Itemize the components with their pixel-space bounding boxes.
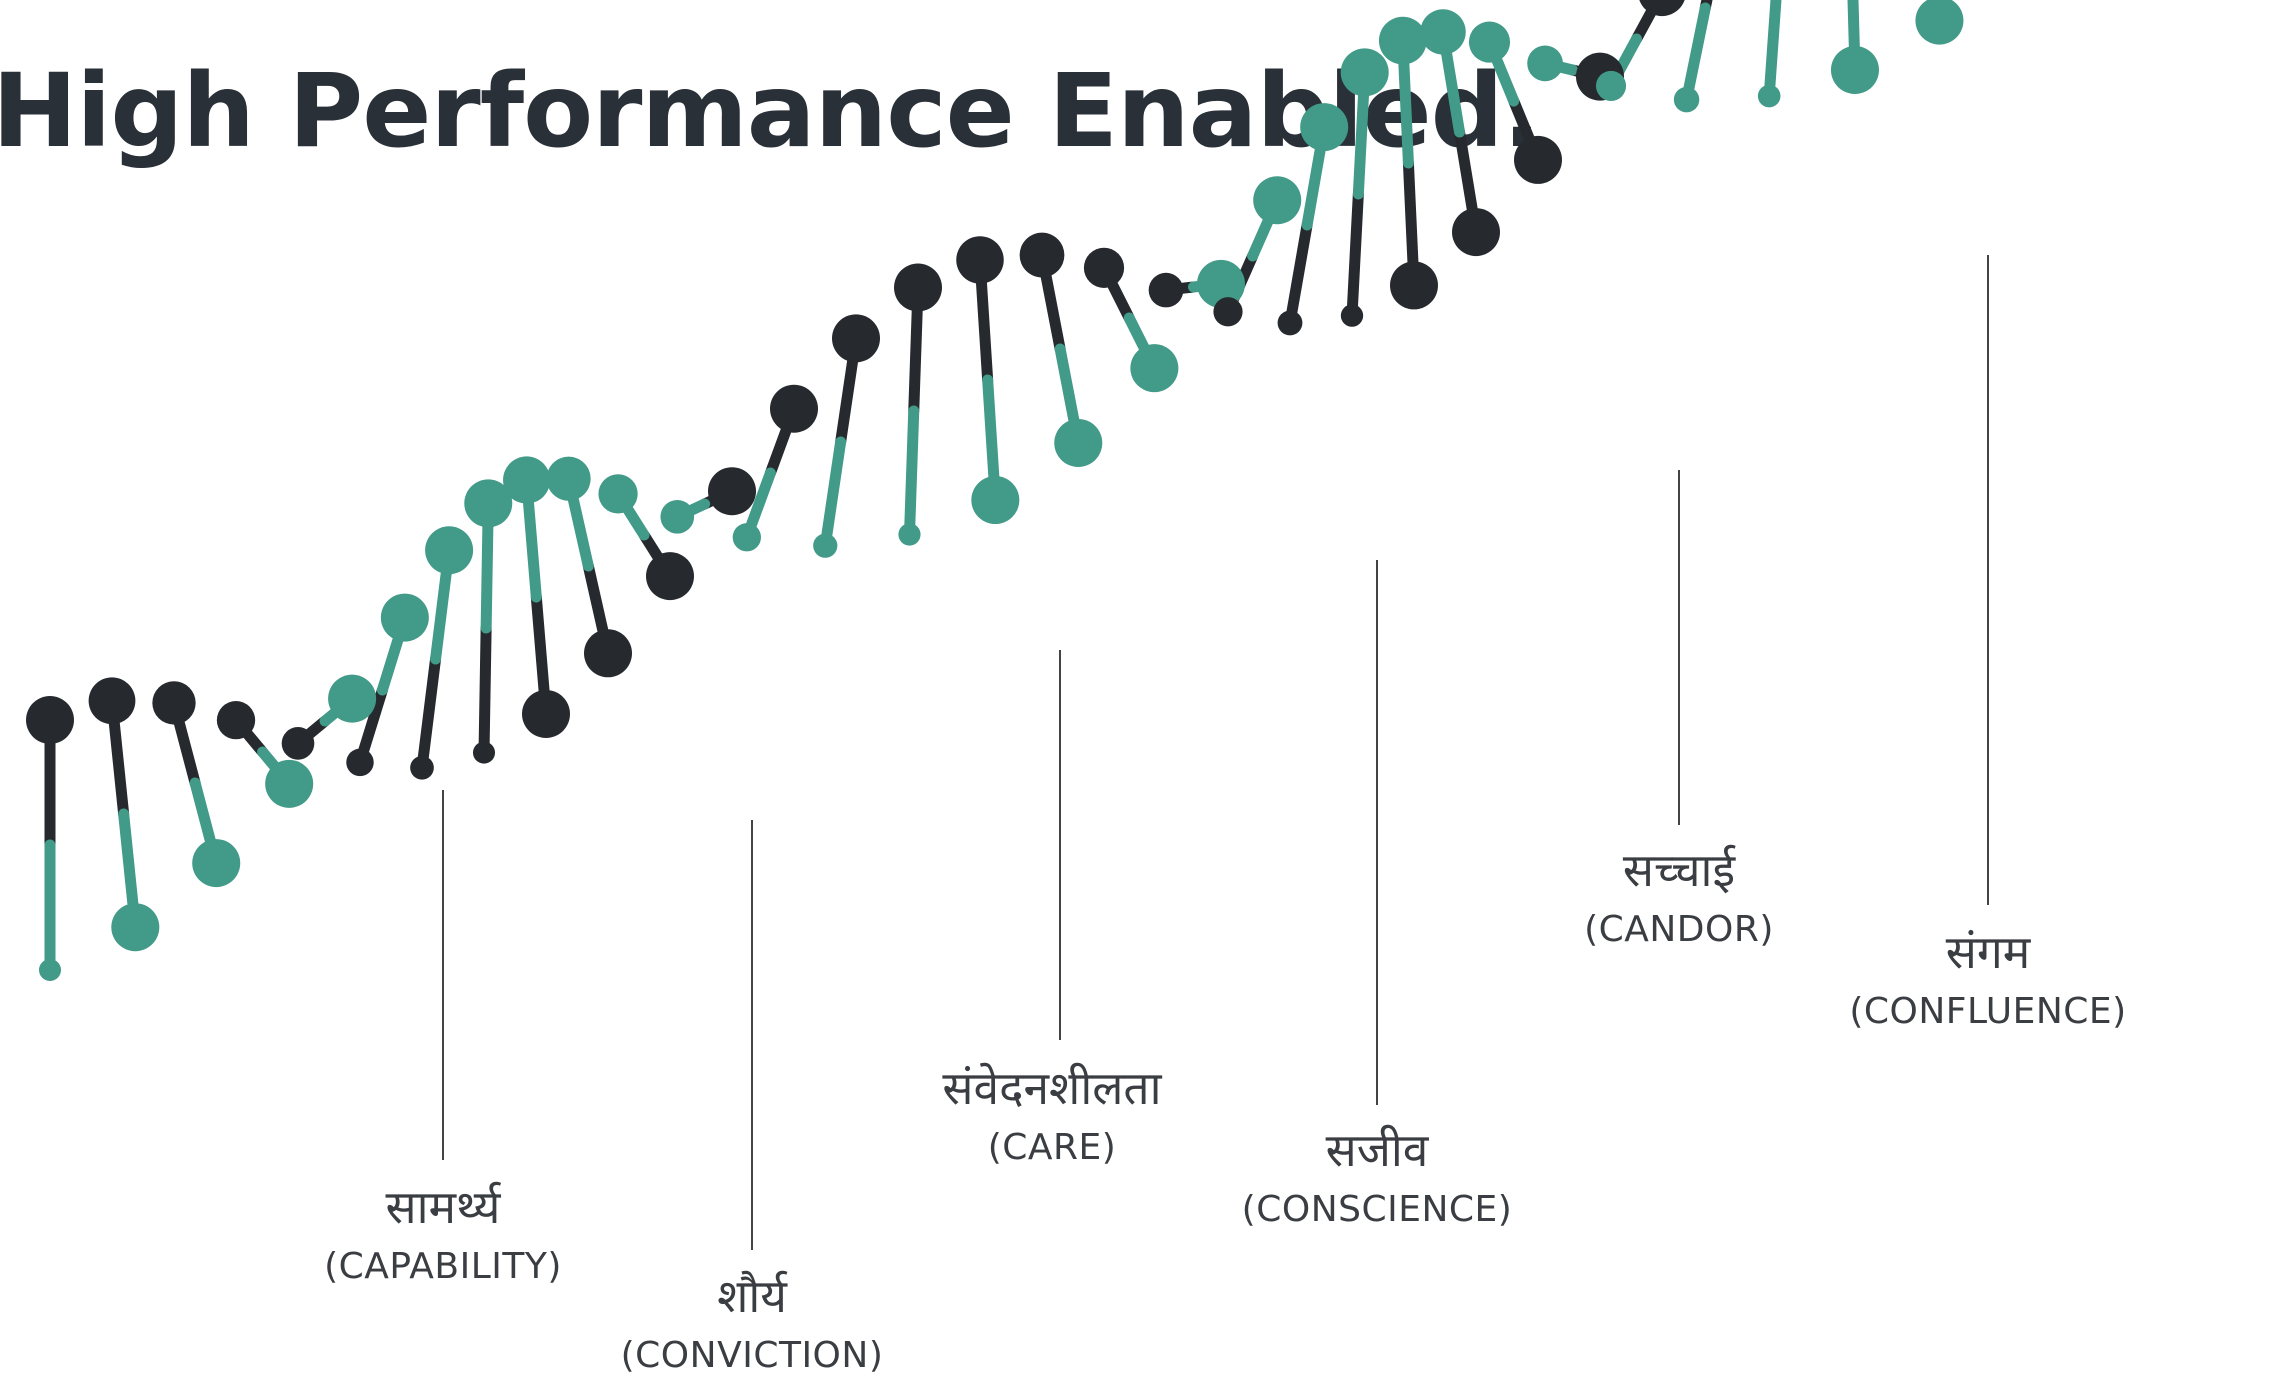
helix-rung (1284, 219, 1313, 329)
helix-bead (1019, 232, 1065, 278)
label-leader-lines (442, 255, 1989, 1250)
helix-bead (894, 263, 942, 312)
helix-bead (1527, 45, 1563, 82)
helix-bead (971, 476, 1020, 525)
helix-bead (1213, 297, 1243, 327)
helix-bead (1673, 86, 1700, 113)
helix-bead (1340, 304, 1364, 327)
helix-bead (1054, 418, 1103, 467)
label-candor: सच्चाई (CANDOR) (1584, 840, 1774, 960)
helix-rung (1346, 188, 1364, 322)
helix-bead (708, 467, 756, 516)
helix-bead (503, 456, 551, 504)
helix-bead (346, 748, 374, 777)
label-conscience-english: (CONSCIENCE) (1241, 1189, 1513, 1230)
helix-bead (522, 689, 570, 738)
label-conviction-english: (CONVICTION) (620, 1335, 884, 1376)
helix-bead (472, 741, 496, 764)
helix-bead (1595, 70, 1627, 101)
label-confluence-hindi: संगम (1945, 925, 2031, 979)
label-care: संवेदनशीलता (CARE) (942, 1058, 1161, 1178)
label-confluence-english: (CONFLUENCE) (1849, 991, 2127, 1032)
page-title: High Performance Enabled. (0, 52, 1541, 171)
helix-bead (1468, 21, 1511, 63)
helix-rung (903, 405, 920, 540)
label-conviction-hindi: शौर्य (717, 1269, 787, 1323)
helix-bead (111, 903, 160, 952)
helix-bead (1196, 259, 1245, 308)
helix-bead (425, 526, 474, 575)
helix-rungs (44, 0, 1945, 976)
helix-bead (192, 839, 241, 888)
helix-bead (1420, 9, 1466, 55)
helix-rung (1681, 2, 1711, 106)
helix-bead (1915, 0, 1964, 45)
helix-bead (26, 696, 74, 744)
helix-bead (88, 677, 136, 725)
helix-bead (598, 474, 638, 514)
label-care-hindi: संवेदनशीलता (942, 1061, 1162, 1115)
helix-bead (832, 314, 880, 363)
helix-rung (819, 436, 847, 552)
helix-bead (1340, 48, 1389, 97)
helix-rung (1631, 0, 1664, 45)
label-conscience-hindi: सजीव (1325, 1123, 1429, 1177)
label-capability-hindi: सामर्थ्य (385, 1180, 501, 1234)
label-care-english: (CARE) (987, 1127, 1117, 1168)
helix-bead (410, 755, 434, 780)
label-confluence: संगम (CONFLUENCE) (1849, 922, 2126, 1042)
helix-bead (464, 479, 513, 528)
helix-bead (1514, 135, 1562, 184)
label-capability: सामर्थ्य (CAPABILITY) (324, 1177, 562, 1297)
label-conviction: शौर्य (CONVICTION) (621, 1266, 884, 1386)
label-conscience: सजीव (CONSCIENCE) (1242, 1120, 1513, 1240)
helix-bead (956, 236, 1004, 284)
helix-bead (281, 727, 315, 760)
helix-rung (416, 653, 442, 774)
helix-bead (1378, 16, 1427, 65)
helix-bead (1830, 45, 1879, 94)
helix-bead (1148, 272, 1184, 308)
helix-bead (813, 533, 838, 558)
helix-bead (216, 700, 256, 740)
label-candor-english: (CANDOR) (1584, 909, 1774, 950)
helix-bead (770, 384, 818, 433)
label-capability-english: (CAPABILITY) (324, 1246, 562, 1287)
helix-bead (1300, 103, 1349, 152)
helix-bead (328, 674, 377, 723)
helix-bead (152, 681, 196, 725)
helix-bead (265, 759, 314, 808)
helix-bead (660, 499, 695, 534)
helix-bead (584, 629, 632, 678)
helix-bead (39, 959, 61, 981)
helix-bead (1253, 176, 1302, 225)
helix-bead (1452, 208, 1500, 257)
helix-bead (1757, 84, 1781, 108)
helix-rung (1763, 0, 1782, 102)
helix-rung (478, 622, 492, 759)
helix-bead (380, 593, 429, 642)
helix-beads (26, 0, 1964, 981)
label-candor-hindi: सच्चाई (1622, 843, 1736, 897)
helix-bead (546, 456, 591, 501)
helix-bead (646, 552, 694, 601)
helix-bead (898, 523, 921, 546)
helix-bead (1083, 247, 1125, 288)
helix-bead (1277, 310, 1303, 336)
helix-bead (732, 523, 761, 552)
helix-bead (1639, 0, 1685, 17)
helix-bead (1390, 261, 1438, 310)
helix-bead (1130, 344, 1179, 393)
